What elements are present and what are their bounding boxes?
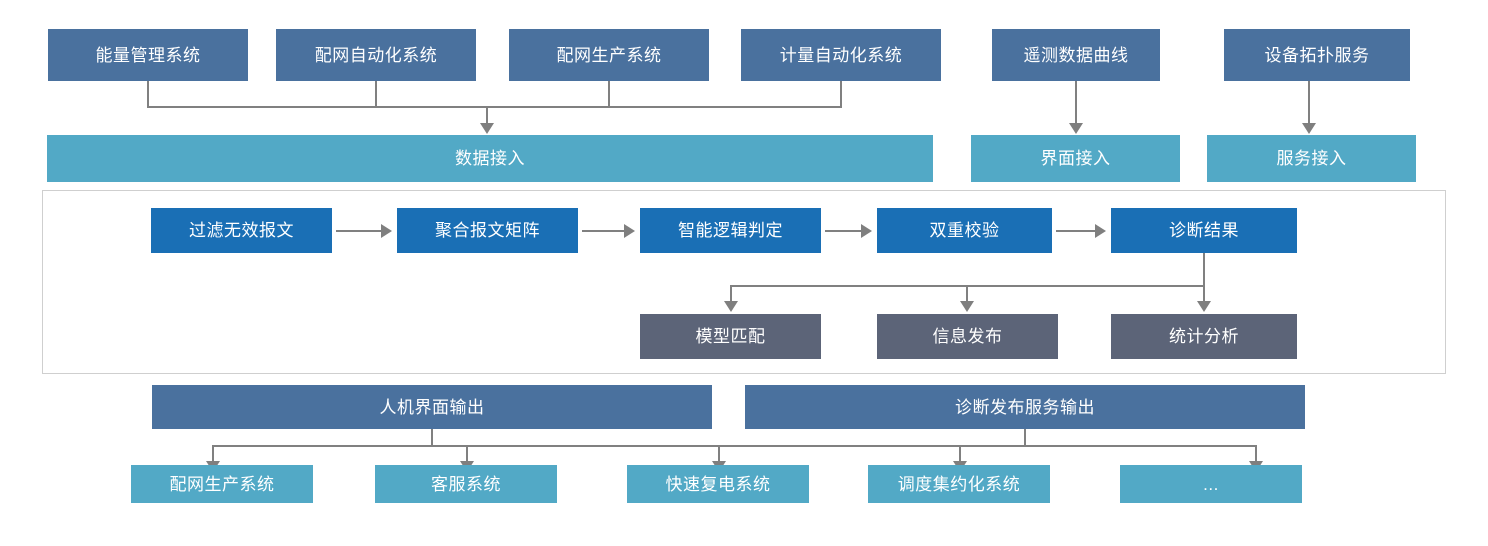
- connector-ui-branch-3: [718, 445, 720, 463]
- connector-source-5-drop: [1075, 81, 1077, 126]
- connector-source-1-stem: [147, 81, 149, 107]
- arrow-to-service-access: [1302, 123, 1316, 134]
- connector-ui-branch-2: [466, 445, 468, 463]
- arrow-to-statistics: [1197, 301, 1211, 312]
- consumer-system-label: 快速复电系统: [665, 474, 771, 494]
- output-layer-box-service[interactable]: 诊断发布服务输出: [745, 385, 1305, 429]
- connector-process-3-4: [825, 230, 862, 232]
- process-label: 过滤无效报文: [189, 221, 294, 240]
- result-action-box-3[interactable]: 统计分析: [1111, 314, 1297, 359]
- process-label: 智能逻辑判定: [678, 221, 783, 240]
- connector-source-6-drop: [1308, 81, 1310, 126]
- source-system-label: 计量自动化系统: [779, 45, 903, 65]
- access-layer-label: 服务接入: [1276, 149, 1347, 168]
- source-system-label: 能量管理系统: [95, 45, 201, 65]
- output-layer-label: 诊断发布服务输出: [955, 397, 1095, 417]
- consumer-system-box-1[interactable]: 配网生产系统: [131, 465, 313, 503]
- consumer-system-box-3[interactable]: 快速复电系统: [627, 465, 809, 503]
- process-box-1[interactable]: 过滤无效报文: [151, 208, 332, 253]
- consumer-system-label: 配网生产系统: [169, 474, 275, 494]
- output-layer-box-ui[interactable]: 人机界面输出: [152, 385, 712, 429]
- connector-service-branch-2: [1255, 445, 1257, 463]
- source-system-box-6[interactable]: 设备拓扑服务: [1224, 29, 1410, 81]
- arrow-to-info-publish: [960, 301, 974, 312]
- connector-process-1-2: [336, 230, 382, 232]
- consumer-system-label: 调度集约化系统: [897, 474, 1021, 494]
- connector-ui-output-stem: [431, 429, 433, 446]
- process-label: 双重校验: [929, 221, 1000, 240]
- connector-ui-output-bus: [212, 445, 712, 447]
- source-system-box-5[interactable]: 遥测数据曲线: [992, 29, 1160, 81]
- arrow-process-1-2: [381, 224, 392, 238]
- connector-process-2-3: [582, 230, 625, 232]
- result-action-box-2[interactable]: 信息发布: [877, 314, 1058, 359]
- connector-service-branch-1: [959, 445, 961, 463]
- arrow-to-data-access: [480, 123, 494, 134]
- output-layer-label: 人机界面输出: [379, 397, 485, 417]
- result-action-label: 统计分析: [1169, 327, 1239, 346]
- access-layer-label: 界面接入: [1040, 149, 1111, 168]
- connector-result-branch-3: [1203, 285, 1205, 304]
- connector-source-4-stem: [840, 81, 842, 107]
- connector-source-3-stem: [608, 81, 610, 107]
- process-box-2[interactable]: 聚合报文矩阵: [397, 208, 578, 253]
- connector-data-access-drop: [486, 106, 488, 126]
- source-system-box-2[interactable]: 配网自动化系统: [276, 29, 476, 81]
- source-system-box-3[interactable]: 配网生产系统: [509, 29, 709, 81]
- source-system-box-4[interactable]: 计量自动化系统: [741, 29, 941, 81]
- result-action-label: 模型匹配: [695, 327, 766, 346]
- connector-ui-branch-1: [212, 445, 214, 463]
- process-box-3[interactable]: 智能逻辑判定: [640, 208, 821, 253]
- access-layer-box-service[interactable]: 服务接入: [1207, 135, 1416, 182]
- connector-result-branch-2: [966, 285, 968, 304]
- connector-result-branch-1: [730, 285, 732, 304]
- arrow-process-4-5: [1095, 224, 1106, 238]
- consumer-system-box-2[interactable]: 客服系统: [375, 465, 557, 503]
- result-action-label: 信息发布: [932, 327, 1003, 346]
- arrow-to-model-match: [724, 301, 738, 312]
- result-action-box-1[interactable]: 模型匹配: [640, 314, 821, 359]
- connector-source-2-stem: [375, 81, 377, 107]
- connector-service-output-bus: [712, 445, 1255, 447]
- access-layer-label: 数据接入: [455, 149, 525, 168]
- connector-source-bus: [147, 106, 842, 108]
- process-box-5[interactable]: 诊断结果: [1111, 208, 1297, 253]
- access-layer-box-data[interactable]: 数据接入: [47, 135, 933, 182]
- source-system-label: 设备拓扑服务: [1264, 45, 1370, 65]
- consumer-system-box-4[interactable]: 调度集约化系统: [868, 465, 1050, 503]
- consumer-system-label: 客服系统: [431, 474, 501, 494]
- source-system-label: 配网生产系统: [556, 45, 662, 65]
- source-system-label: 遥测数据曲线: [1023, 45, 1129, 65]
- process-label: 聚合报文矩阵: [435, 221, 540, 240]
- connector-process-4-5: [1056, 230, 1096, 232]
- source-system-box-1[interactable]: 能量管理系统: [48, 29, 248, 81]
- arrow-process-2-3: [624, 224, 635, 238]
- consumer-system-box-5[interactable]: ...: [1120, 465, 1302, 503]
- connector-service-output-stem: [1024, 429, 1026, 446]
- connector-result-stem: [1203, 253, 1205, 286]
- arrow-process-3-4: [861, 224, 872, 238]
- source-system-label: 配网自动化系统: [314, 45, 438, 65]
- arrow-to-ui-access: [1069, 123, 1083, 134]
- process-box-4[interactable]: 双重校验: [877, 208, 1052, 253]
- consumer-system-label: ...: [1203, 474, 1219, 494]
- access-layer-box-ui[interactable]: 界面接入: [971, 135, 1180, 182]
- process-label: 诊断结果: [1169, 221, 1239, 240]
